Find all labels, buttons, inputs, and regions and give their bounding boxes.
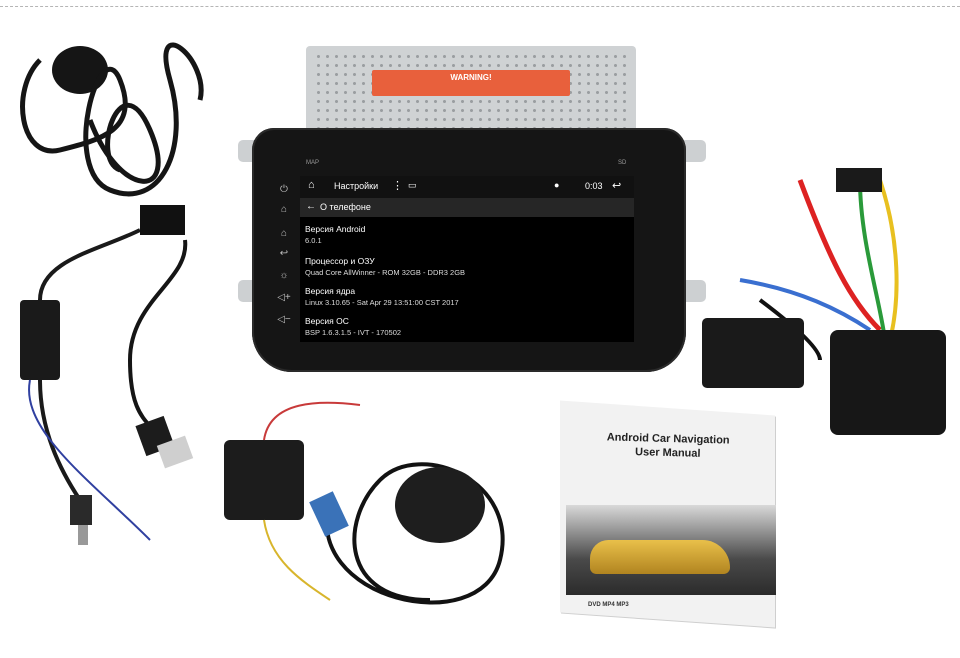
canbus-wires (263, 401, 361, 441)
harness-wires (739, 278, 872, 332)
harness-wires (758, 298, 822, 361)
antenna-adapter-box (20, 300, 60, 380)
warning-label: WARNING! (372, 70, 570, 96)
antenna-pin (78, 525, 88, 545)
location-icon: ● (554, 180, 560, 190)
arrow-back-icon[interactable]: ← (306, 201, 316, 212)
sd-label: SD (618, 160, 627, 166)
usb-tip (156, 435, 194, 469)
harness-connector (830, 330, 946, 435)
gps-antenna (395, 467, 485, 543)
manual-title: Android Car Navigation User Manual (606, 431, 730, 460)
app-bar: ← О телефоне (300, 198, 634, 217)
head-unit-screen: ⌂ Настройки ⋮ ▭ ● 0:03 ↩ ← О телефоне Ве… (300, 176, 634, 342)
microphone-head (52, 46, 108, 94)
back-icon[interactable]: ↩ (612, 180, 622, 192)
screen-icon[interactable]: ▭ (408, 180, 417, 190)
microphone-cable (87, 102, 161, 184)
back-icon[interactable]: ↩ (279, 248, 289, 259)
volume-up-icon[interactable]: ◁+ (277, 292, 291, 303)
antenna-cable (38, 379, 82, 502)
antenna-plug (70, 495, 92, 525)
usb-cable (127, 239, 188, 441)
connector-block (140, 205, 185, 235)
menu-dots-icon[interactable]: ⋮ (392, 180, 403, 192)
harness-wires (797, 179, 882, 332)
antenna-cable (38, 228, 141, 301)
clock: 0:03 (585, 181, 603, 191)
home-icon[interactable]: ⌂ (308, 179, 315, 191)
list-item[interactable]: Версия ОС BSP 1.6.3.1.5 - IVT - 170502 (305, 316, 402, 337)
power-icon[interactable]: ⏻ (280, 184, 288, 195)
settings-icon[interactable]: ☼ (279, 270, 289, 281)
map-label: MAP (306, 160, 320, 166)
microphone-cable (20, 42, 204, 197)
gps-connector (309, 491, 349, 537)
status-title: Настройки (334, 181, 379, 191)
home-icon[interactable]: ⌂ (280, 228, 288, 239)
list-item[interactable]: Версия Android 6.0.1 (305, 224, 366, 245)
volume-down-icon[interactable]: ◁− (277, 314, 291, 325)
harness-wires (878, 179, 899, 341)
harness-plug (836, 168, 882, 192)
harness-wires (858, 179, 887, 341)
home-icon[interactable]: ⌂ (280, 204, 288, 215)
page-title: О телефоне (320, 202, 371, 212)
car-illustration (590, 540, 730, 574)
status-bar: ⌂ Настройки ⋮ ▭ ● 0:03 ↩ (300, 176, 634, 198)
canbus-wires (263, 519, 331, 601)
gps-cable (324, 462, 505, 605)
antenna-cable (28, 379, 151, 541)
harness-box (702, 318, 804, 388)
list-item[interactable]: Версия ядра Linux 3.10.65 - Sat Apr 29 1… (305, 286, 459, 307)
manual-footer: DVD MP4 MP3 (588, 602, 629, 608)
list-item[interactable]: Процессор и ОЗУ Quad Core AllWinner - RO… (305, 256, 466, 277)
canbus-box (224, 440, 304, 520)
dashed-divider (0, 6, 960, 7)
